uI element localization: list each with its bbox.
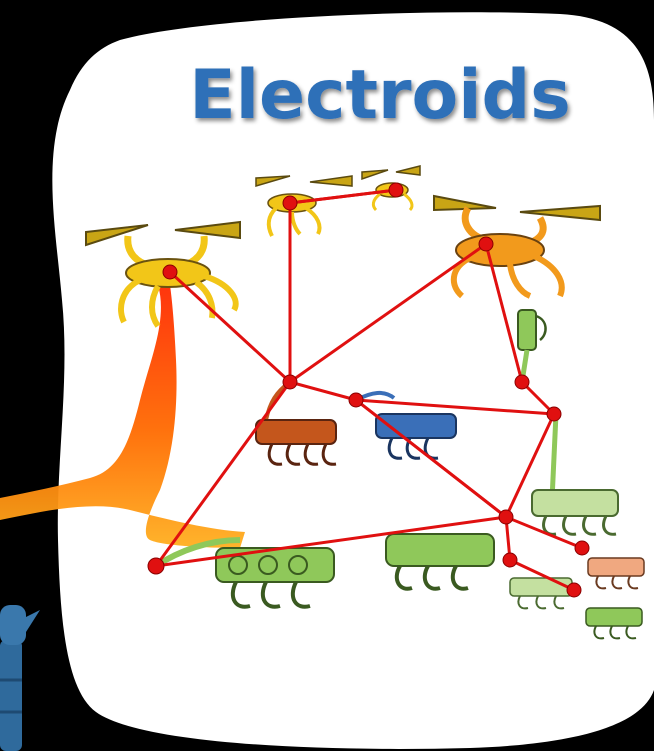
network-node <box>282 195 298 211</box>
side-figure-icon <box>0 605 40 751</box>
light-green-walker-robot <box>531 489 619 536</box>
ribbon-connector <box>0 285 245 548</box>
network-node <box>147 557 165 575</box>
network-node <box>282 374 298 390</box>
tiny-green-walker-robot <box>585 607 643 640</box>
network-node <box>574 540 590 556</box>
network-edge <box>168 270 292 384</box>
network-edge <box>520 380 556 416</box>
network-nodes <box>147 182 590 598</box>
large-green-walker-robot <box>154 537 335 609</box>
network-edge <box>289 242 487 384</box>
network-node <box>514 374 530 390</box>
network-node <box>478 236 494 252</box>
network-node <box>388 182 404 198</box>
speech-panel <box>52 12 654 749</box>
network-node <box>546 406 562 422</box>
network-edge <box>154 381 292 567</box>
network-node <box>162 264 178 280</box>
network-edge <box>504 413 556 518</box>
network-edge <box>484 243 524 383</box>
title-group: Electroids <box>189 56 570 135</box>
network-node <box>502 552 518 568</box>
network-edge <box>289 188 397 205</box>
peach-walker-robot <box>587 557 645 590</box>
network-edge <box>509 558 575 592</box>
brown-walker-robot <box>255 380 337 466</box>
green-arm-robot <box>517 309 559 501</box>
page-title: Electroids <box>189 56 570 135</box>
network-node <box>348 392 364 408</box>
network-edge <box>355 398 555 416</box>
network-node <box>566 582 582 598</box>
network-node <box>498 509 514 525</box>
network-edge <box>355 398 507 519</box>
network-edge <box>155 515 507 568</box>
network-edge <box>505 515 583 550</box>
network-edge <box>289 380 357 402</box>
middle-green-walker-robot <box>385 533 495 591</box>
